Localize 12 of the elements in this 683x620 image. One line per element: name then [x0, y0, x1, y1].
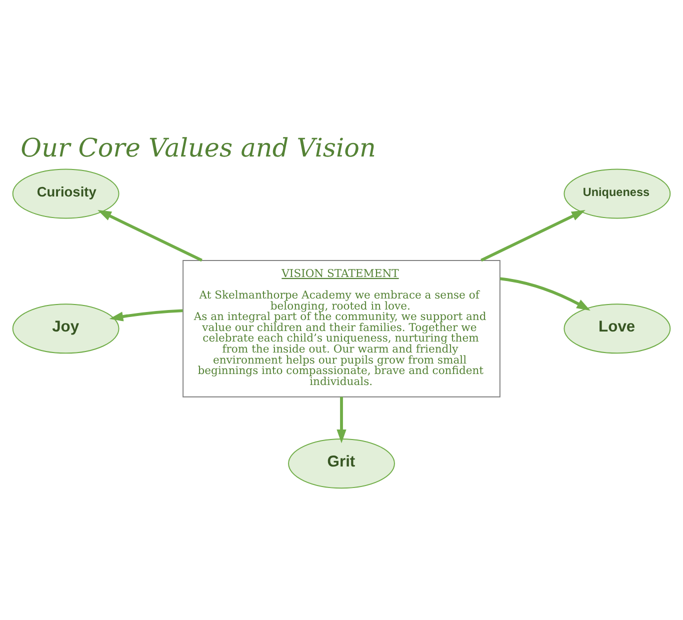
arrow	[500, 276, 590, 310]
node-box: VISION STATEMENT At Skelmanthorpe Academy we embrace a sense of belonging, rooted in love. As an integral part of the community, we support and value our children and their families. Together we celebrate each child’s uniqueness, nurturing them from the inside out. Our warm and friendly environment helps our pupils grow from small beginnings into compassionate, brave and confident individuals.	[182, 259, 500, 397]
node-ellipse: Curiosity	[12, 168, 120, 218]
node-ellipse: Grit	[288, 438, 395, 488]
node-ellipse: Love	[564, 303, 671, 354]
arrow	[336, 396, 346, 443]
arrow	[480, 210, 586, 262]
diagram-title: Our Core Values and Vision	[20, 132, 376, 163]
node-ellipse: Uniqueness	[564, 168, 671, 218]
arrow	[109, 308, 183, 321]
arrow	[98, 210, 202, 262]
node-ellipse: Joy	[12, 303, 120, 354]
